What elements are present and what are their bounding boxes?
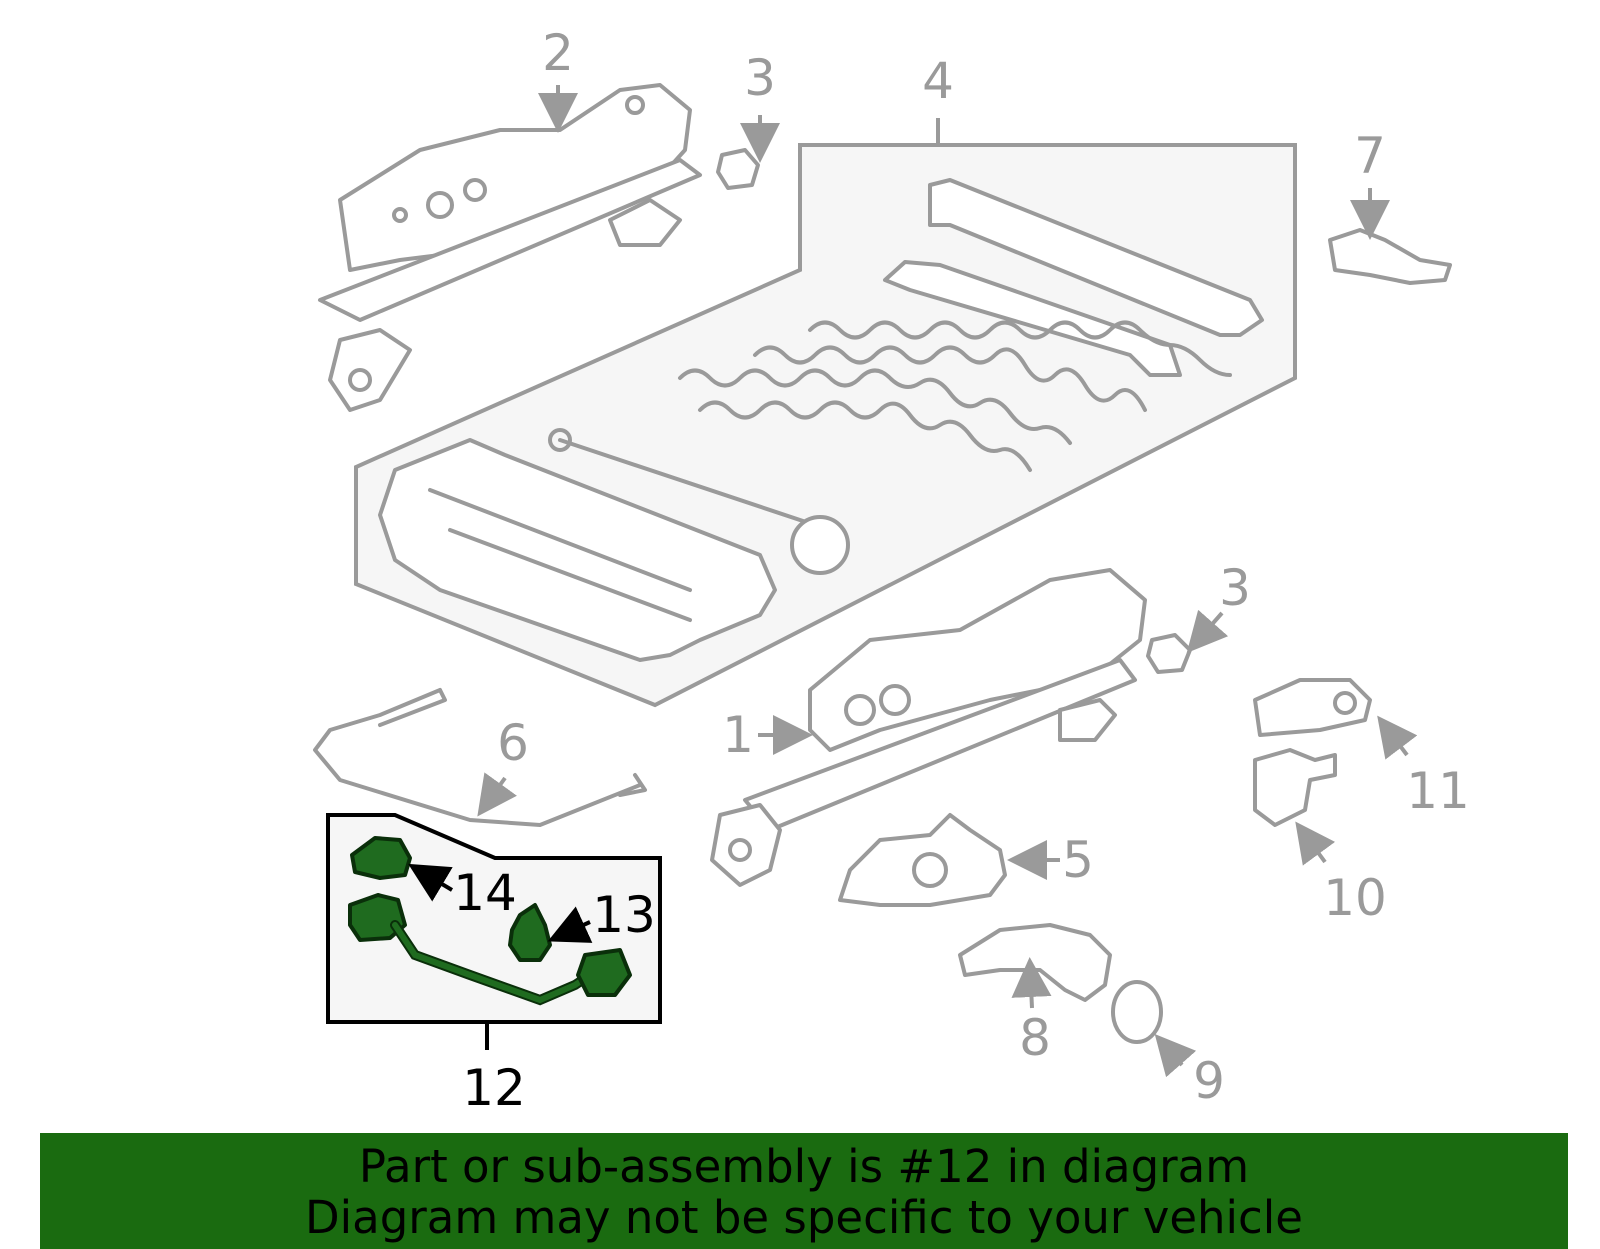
part-3-clip-lower [1146,633,1192,674]
callout-5: 5 [1062,831,1094,889]
callout-3-lower: 3 [1219,559,1251,617]
callout-2: 2 [542,24,574,82]
callout-8: 8 [1019,1009,1051,1067]
callout-14: 14 [453,864,517,922]
part-4-cushion-frame-box [354,143,1297,708]
part-2-seat-track-upper [318,83,702,412]
callout-11: 11 [1406,762,1470,820]
part-10-latch [1253,748,1337,827]
part-1-seat-track-lower [710,568,1147,887]
callout-12: 12 [462,1059,526,1117]
part-14-clip [350,836,412,880]
part-3-clip-upper [716,148,760,190]
part-13-clip [508,903,552,962]
callout-13: 13 [592,886,656,944]
part-6-rod [313,688,642,827]
part-12-connector-right [576,948,632,997]
part-9-cap [1111,980,1163,1044]
callout-7: 7 [1354,127,1386,185]
info-banner: Part or sub-assembly is #12 in diagram D… [40,1133,1568,1249]
leader-lines [408,85,1418,1078]
callout-1: 1 [722,706,754,764]
banner-line-1: Part or sub-assembly is #12 in diagram [358,1140,1250,1193]
part-8-handle [958,923,1112,1002]
banner-line-2: Diagram may not be specific to your vehi… [305,1191,1303,1244]
callout-6: 6 [497,714,529,772]
part-7-bracket [1328,228,1452,285]
callout-3-upper: 3 [744,49,776,107]
callout-10: 10 [1323,869,1387,927]
part-5-recliner [838,813,1007,907]
callout-4: 4 [922,52,954,110]
callout-9: 9 [1193,1052,1225,1110]
